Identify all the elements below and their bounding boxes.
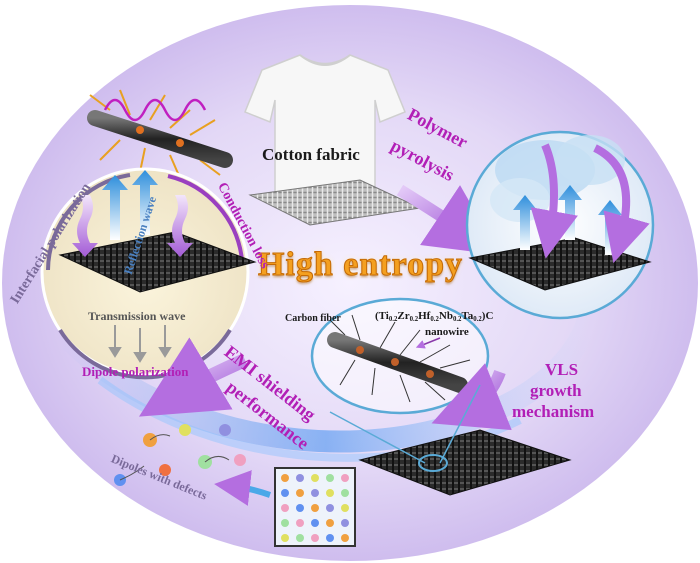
dipole-icon: [114, 424, 246, 486]
carbon-fabric-icon: [58, 231, 257, 293]
nanowire-formula: (Ti0.2Zr0.2Hf0.2Nb0.2Ta0.2)C: [375, 310, 494, 324]
dipole-arrow: [214, 470, 271, 506]
lattice-atom: [281, 504, 289, 512]
lattice-atom: [311, 504, 319, 512]
lattice-atom: [296, 474, 304, 482]
pyrolysis-circle: [465, 130, 655, 320]
vls-arrow: [431, 363, 512, 431]
zoom-line: [439, 384, 481, 464]
lattice-atom: [326, 534, 334, 542]
dipole-polarization-label: Dipole polarization: [82, 364, 189, 379]
lattice-atom: [311, 519, 319, 527]
mechanism-label: mechanism: [512, 402, 595, 421]
lattice-atom: [341, 534, 349, 542]
zoom-marker: [418, 454, 448, 472]
vls-label: VLS: [545, 360, 579, 379]
lattice-atom: [281, 519, 289, 527]
cotton-fabric-label: Cotton fabric: [262, 145, 360, 164]
transmission-wave-label: Transmission wave: [88, 309, 186, 323]
lattice-atom: [296, 504, 304, 512]
growth-label: growth: [530, 381, 582, 400]
conductive-fiber-icon: [87, 89, 233, 179]
lattice-atom: [281, 489, 289, 497]
lattice-atom: [311, 474, 319, 482]
carbon-fabric-icon: [358, 429, 572, 496]
lattice-icon: [274, 467, 356, 547]
lattice-atom: [296, 534, 304, 542]
lattice-atom: [281, 534, 289, 542]
nanowire-label: nanowire: [425, 326, 469, 338]
lattice-atom: [281, 474, 289, 482]
lattice-atom: [326, 474, 334, 482]
lattice-atom: [341, 474, 349, 482]
lattice-atom: [326, 489, 334, 497]
lattice-atom: [296, 519, 304, 527]
t-shirt-icon: [244, 54, 406, 206]
lattice-atom: [341, 504, 349, 512]
emi-mechanism-circle: [40, 167, 257, 380]
lattice-atom: [326, 519, 334, 527]
carbon-fiber-label: Carbon fiber: [285, 313, 341, 324]
lattice-atom: [326, 504, 334, 512]
lattice-atom: [341, 519, 349, 527]
high-entropy-label: High entropy: [257, 246, 464, 284]
lattice-atom: [311, 534, 319, 542]
lattice-atom: [311, 489, 319, 497]
lattice-atom: [341, 489, 349, 497]
zoom-line: [329, 411, 426, 464]
lattice-atom: [296, 489, 304, 497]
emi-arrow: [138, 337, 248, 417]
pyrolysis-arrow: [396, 184, 500, 255]
